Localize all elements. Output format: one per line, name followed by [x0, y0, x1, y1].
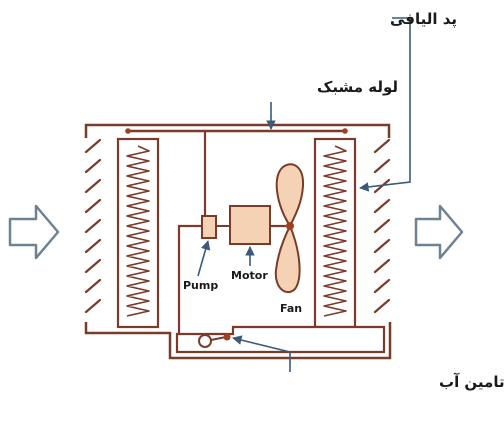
outlet-air-arrow-icon	[414, 204, 464, 260]
float-valve-arm	[210, 336, 227, 341]
float-ball	[198, 334, 212, 348]
pipe-node-right	[342, 128, 348, 134]
float-valve	[223, 333, 231, 341]
tank-label: مخزن با شیر شناور برای تامین آب	[439, 373, 504, 391]
top-cover	[84, 123, 391, 138]
housing-base	[84, 322, 392, 360]
louver-slat-left	[84, 158, 102, 174]
louver-slat-right	[373, 218, 391, 234]
pipe-label: لوله مشبک	[317, 78, 398, 96]
louver-slat-right	[373, 298, 391, 314]
louver-slat-right	[373, 138, 391, 154]
motor-label: Motor	[231, 269, 268, 282]
left-pad-fiber	[126, 145, 150, 317]
water-reservoir	[175, 325, 386, 354]
pad-pointer	[359, 17, 411, 192]
louver-slat-left	[84, 278, 102, 294]
louver-slat-left	[84, 238, 102, 254]
water-supply-line	[177, 131, 207, 334]
fan-label: Fan	[280, 302, 302, 315]
louver-slat-right	[373, 258, 391, 274]
louver-slat-right	[373, 278, 391, 294]
motor-box	[229, 205, 271, 245]
fan-blade-top	[275, 163, 305, 229]
louver-slat-right	[373, 198, 391, 214]
louver-slat-left	[84, 258, 102, 274]
fan-hub	[286, 222, 294, 230]
pad-label: پد الیافی	[390, 10, 457, 29]
louver-slat-right	[373, 238, 391, 254]
louver-slat-right	[373, 158, 391, 174]
louver-slat-left	[84, 178, 102, 194]
right-pad-fiber	[323, 145, 347, 317]
louver-slat-left	[84, 198, 102, 214]
pump-label: Pump	[183, 279, 218, 292]
pipe-node-left	[125, 128, 131, 134]
louver-slat-left	[84, 138, 102, 154]
pump-box	[201, 215, 217, 239]
inlet-air-arrow-icon	[8, 204, 60, 260]
pump-pointer	[197, 240, 211, 277]
louver-slat-left	[84, 218, 102, 234]
louver-slat-left	[84, 298, 102, 314]
fan-blade-bottom	[274, 223, 301, 294]
tank-pointer	[232, 335, 291, 372]
